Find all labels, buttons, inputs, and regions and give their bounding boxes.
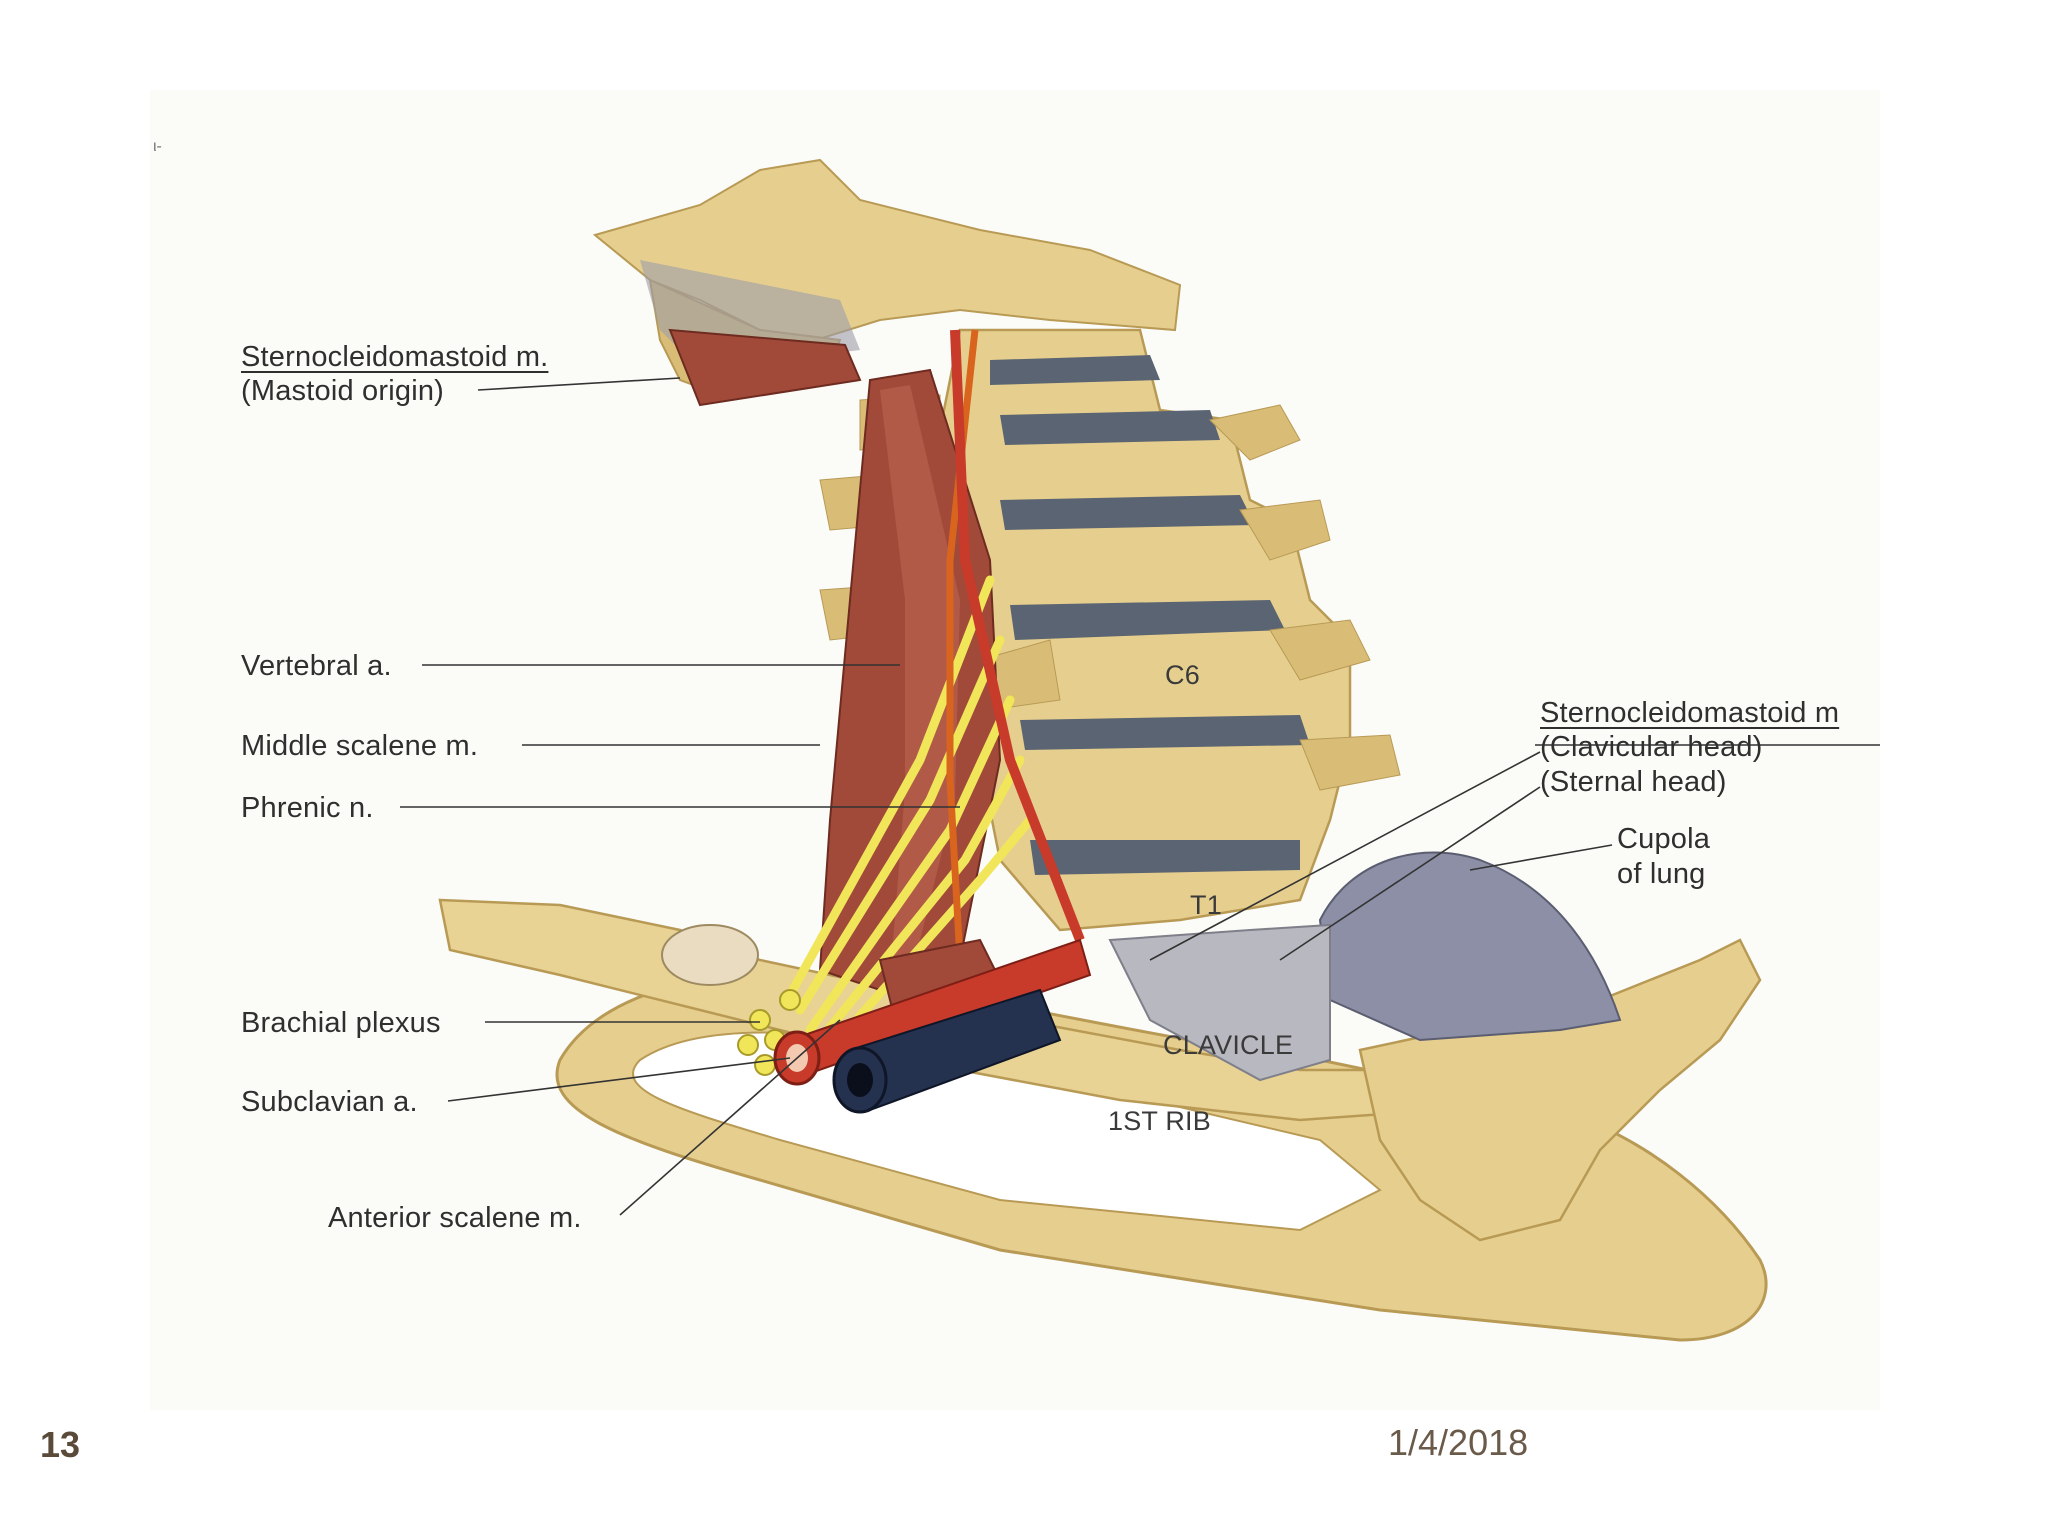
label-t1: T1 xyxy=(1190,890,1222,920)
label-first-rib: 1ST RIB xyxy=(1108,1106,1211,1136)
subclavian-vein xyxy=(832,988,1062,1114)
label-scm-title: Sternocleidomastoid m. xyxy=(241,341,549,373)
label-clavicular-head: (Clavicular head) xyxy=(1540,731,1763,763)
label-sternal-head: (Sternal head) xyxy=(1540,766,1727,798)
label-middle-scalene: Middle scalene m. xyxy=(241,730,479,762)
label-of-lung: of lung xyxy=(1617,858,1706,890)
leader-lines xyxy=(400,377,1880,1216)
label-phrenic-nerve: Phrenic n. xyxy=(241,792,374,824)
label-clavicle: CLAVICLE xyxy=(1163,1030,1294,1060)
label-scm-mastoid: (Mastoid origin) xyxy=(241,375,445,407)
label-subclavian-artery: Subclavian a. xyxy=(241,1086,418,1118)
label-c6: C6 xyxy=(1165,660,1200,690)
label-anterior-scalene: Anterior scalene m. xyxy=(328,1202,582,1234)
sternum xyxy=(1358,938,1762,1242)
vertebral-artery xyxy=(950,329,1085,942)
label-vertebral-artery: Vertebral a. xyxy=(241,650,392,682)
lung-cupola xyxy=(1318,851,1622,1042)
slide-date: 1/4/2018 xyxy=(1388,1422,1529,1463)
brachial-plexus xyxy=(785,575,1035,1055)
label-cupola: Cupola xyxy=(1617,823,1711,855)
corner-mark: ι- xyxy=(153,138,162,155)
label-brachial-plexus: Brachial plexus xyxy=(241,1007,441,1039)
label-scm-right-title: Sternocleidomastoid m xyxy=(1540,697,1840,729)
scm-heads xyxy=(1108,923,1331,1082)
slide-number: 13 xyxy=(40,1424,81,1465)
skull-base xyxy=(592,158,1182,407)
subclavian-artery xyxy=(773,938,1092,1086)
